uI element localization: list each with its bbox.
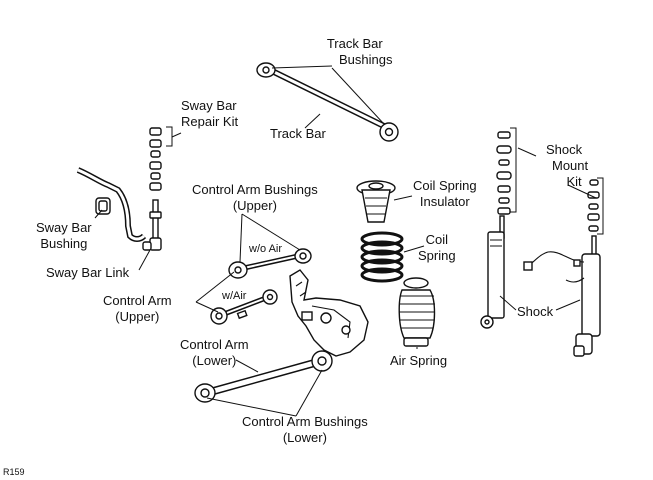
label-coil-spring-insulator: Coil Spring Insulator bbox=[413, 178, 477, 209]
axle-housing-part bbox=[289, 269, 369, 357]
label-control-arm-bushings-upper: Control Arm Bushings (Upper) bbox=[192, 182, 318, 213]
label-sway-bar-repair-kit: Sway Bar Repair Kit bbox=[181, 98, 239, 129]
air-spring-part bbox=[398, 277, 436, 347]
label-shock: Shock bbox=[517, 304, 554, 319]
upper-control-arm-wo-air-part bbox=[228, 248, 312, 279]
label-control-arm-lower: Control Arm (Lower) bbox=[180, 337, 249, 368]
label-wo-air: w/o Air bbox=[249, 243, 283, 255]
shock-mount-kit-left-part bbox=[496, 127, 517, 215]
leader-lines bbox=[94, 65, 597, 417]
label-coil-spring: Coil Spring bbox=[418, 232, 456, 263]
label-sway-bar-link: Sway Bar Link bbox=[46, 265, 130, 280]
label-sway-bar-bushing: Sway Bar Bushing bbox=[36, 220, 92, 251]
figure-code: R159 bbox=[3, 467, 25, 477]
upper-control-arm-w-air-part bbox=[210, 289, 278, 325]
sway-bar-repair-kit-part bbox=[142, 126, 173, 251]
label-track-bar: Track Bar bbox=[270, 126, 326, 141]
label-control-arm-upper: Control Arm (Upper) bbox=[103, 293, 172, 324]
label-track-bar-bushings: Track Bar Bushings bbox=[326, 36, 393, 67]
track-bar-part bbox=[256, 62, 399, 142]
label-control-arm-bushings-lower: Control Arm Bushings (Lower) bbox=[242, 414, 368, 445]
label-w-air: w/Air bbox=[222, 290, 247, 302]
label-shock-mount-kit: Shock Mount Kit bbox=[546, 142, 589, 189]
lower-control-arm-part bbox=[194, 350, 333, 403]
shock-left-part bbox=[480, 215, 505, 329]
label-air-spring: Air Spring bbox=[390, 353, 448, 368]
coil-spring-part bbox=[360, 231, 404, 283]
shock-right-part bbox=[523, 235, 601, 357]
shock-mount-kit-right-part bbox=[587, 177, 604, 235]
sway-bar-part bbox=[76, 167, 147, 242]
coil-spring-insulator-part bbox=[356, 180, 396, 223]
